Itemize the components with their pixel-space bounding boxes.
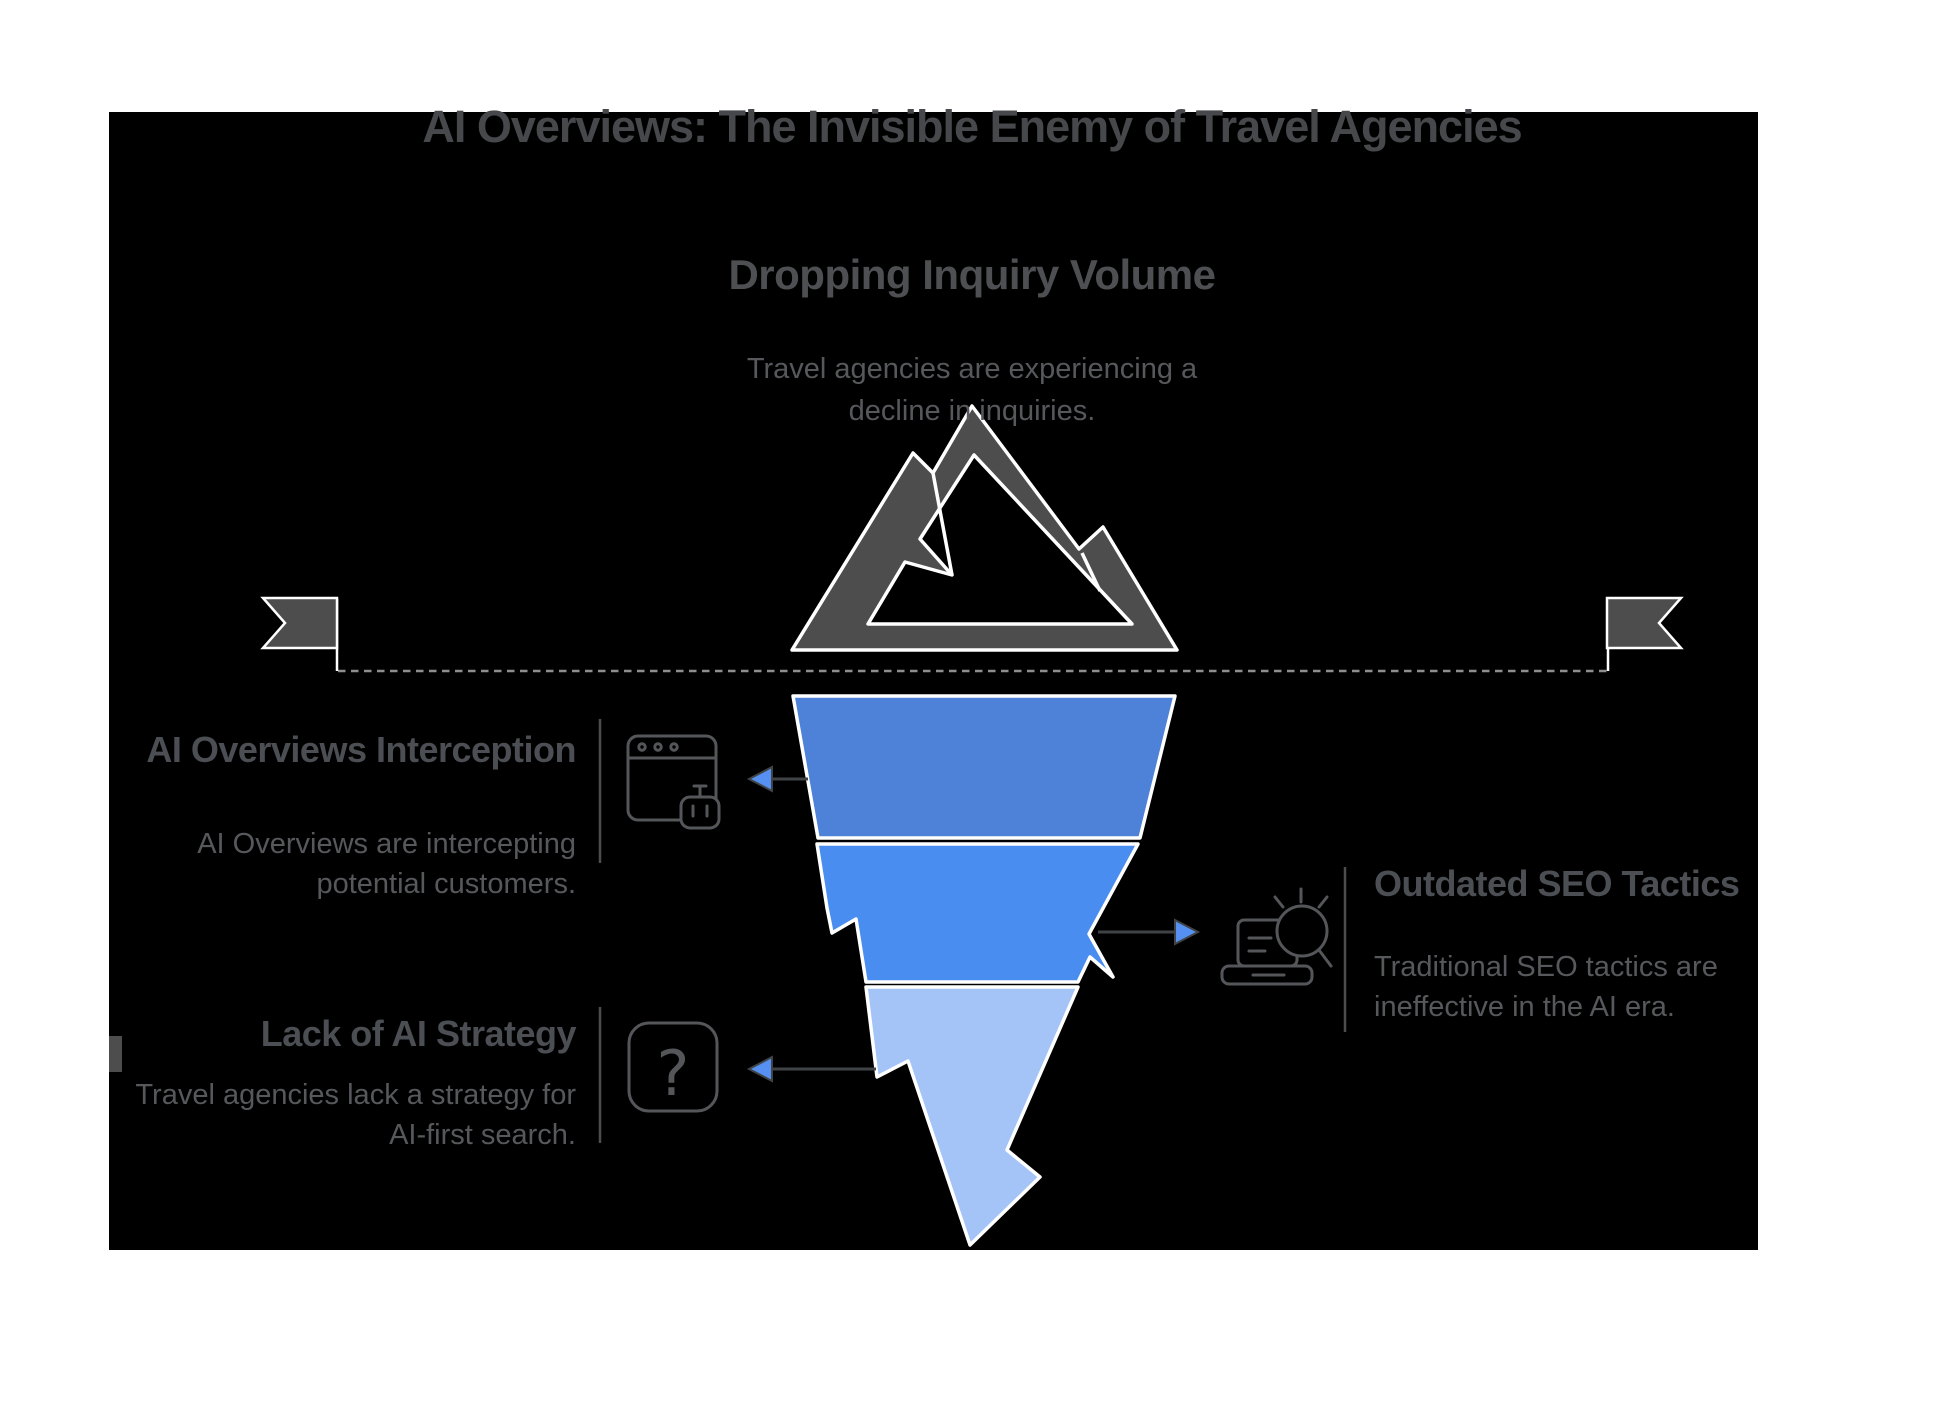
callout-interception-line2: potential customers.: [316, 868, 576, 900]
callout-seo-line2: ineffective in the AI era.: [1374, 991, 1675, 1023]
callout-strategy: Lack of AI Strategy Travel agencies lack…: [16, 1012, 576, 1155]
flag-left-icon: [260, 596, 339, 650]
surface-description: Travel agencies are experiencing a decli…: [0, 348, 1944, 432]
arrowhead-left-icon: [746, 765, 773, 793]
callout-seo: Outdated SEO Tactics Traditional SEO tac…: [1374, 862, 1934, 1027]
arrowhead-left-icon: [746, 1055, 773, 1083]
callout-interception-heading: AI Overviews Interception: [146, 729, 576, 770]
mountain-ridge-line: [1080, 552, 1102, 592]
callout-interception-line1: AI Overviews are intercepting: [197, 828, 576, 860]
funnel-section-top: [791, 694, 1177, 840]
page-title: AI Overviews: The Invisible Enemy of Tra…: [422, 101, 1522, 152]
surface-line1: Travel agencies are experiencing a: [746, 353, 1198, 385]
callout-seo-line1: Traditional SEO tactics are: [1374, 951, 1718, 983]
funnel-section-bottom: [864, 985, 1080, 1247]
surface-heading: Dropping Inquiry Volume: [728, 251, 1216, 298]
callout-strategy-heading: Lack of AI Strategy: [260, 1013, 577, 1054]
surface-line2: decline in inquiries.: [848, 395, 1096, 427]
browser-robot-icon: [626, 734, 721, 830]
edge-tab-decor: [109, 1036, 122, 1072]
iceberg-funnel: [791, 694, 1177, 1247]
callout-strategy-body: Travel agencies lack a strategy for AI-f…: [16, 1075, 576, 1155]
funnel-section-middle: [815, 842, 1140, 984]
mountain-ridge-line: [931, 472, 954, 576]
question-glyph: ?: [657, 1037, 690, 1110]
callout-strategy-line1: Travel agencies lack a strategy for: [135, 1079, 576, 1111]
question-mark-icon: ?: [627, 1021, 719, 1113]
mountain-icon: [790, 404, 1179, 652]
callout-seo-heading: Outdated SEO Tactics: [1374, 863, 1740, 904]
callout-strategy-line2: AI-first search.: [389, 1119, 576, 1151]
laptop-search-icon: [1220, 887, 1333, 986]
callout-arrows: [746, 765, 1201, 1083]
arrowhead-right-icon: [1174, 918, 1201, 946]
flag-right-icon: [1605, 596, 1684, 650]
callout-interception-body: AI Overviews are intercepting potential …: [16, 824, 576, 904]
callout-seo-body: Traditional SEO tactics are ineffective …: [1374, 947, 1934, 1027]
callout-interception: AI Overviews Interception AI Overviews a…: [16, 728, 576, 904]
